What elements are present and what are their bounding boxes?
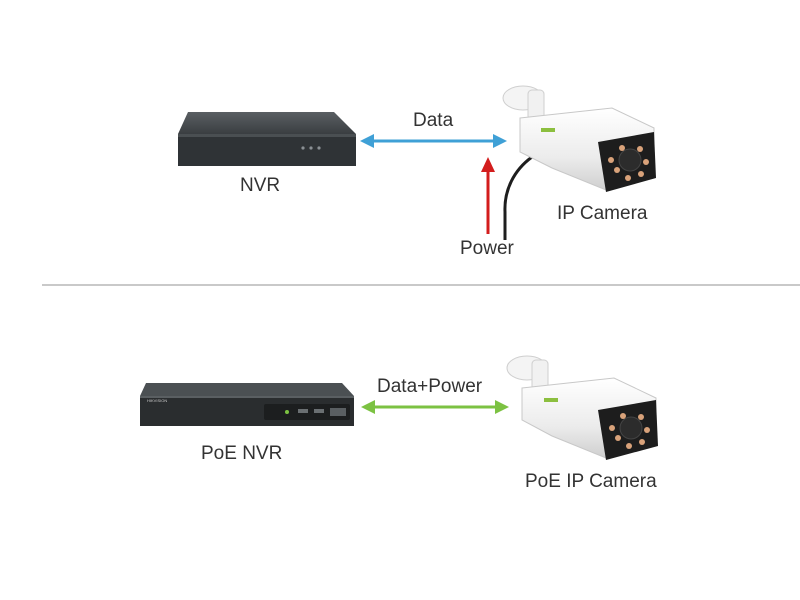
power-label: Power [460, 238, 514, 259]
poe-nvr-label: PoE NVR [201, 443, 283, 464]
nvr-device-top [178, 112, 356, 166]
data-power-arrow [361, 400, 509, 414]
power-arrow [481, 157, 495, 234]
section-divider [42, 284, 800, 286]
nvr-label: NVR [240, 175, 281, 196]
data-power-label: Data+Power [377, 376, 483, 397]
poe-ip-camera-label: PoE IP Camera [525, 471, 657, 492]
poe-nvr-device [140, 383, 354, 426]
ip-camera-top [502, 85, 656, 192]
data-label: Data [413, 110, 454, 131]
ip-camera-label: IP Camera [557, 203, 648, 224]
poe-nvr-brand-mark: HIKVISION [147, 398, 168, 403]
data-arrow [360, 134, 507, 148]
camera-power-cable [503, 155, 533, 240]
poe-ip-camera [506, 355, 658, 460]
